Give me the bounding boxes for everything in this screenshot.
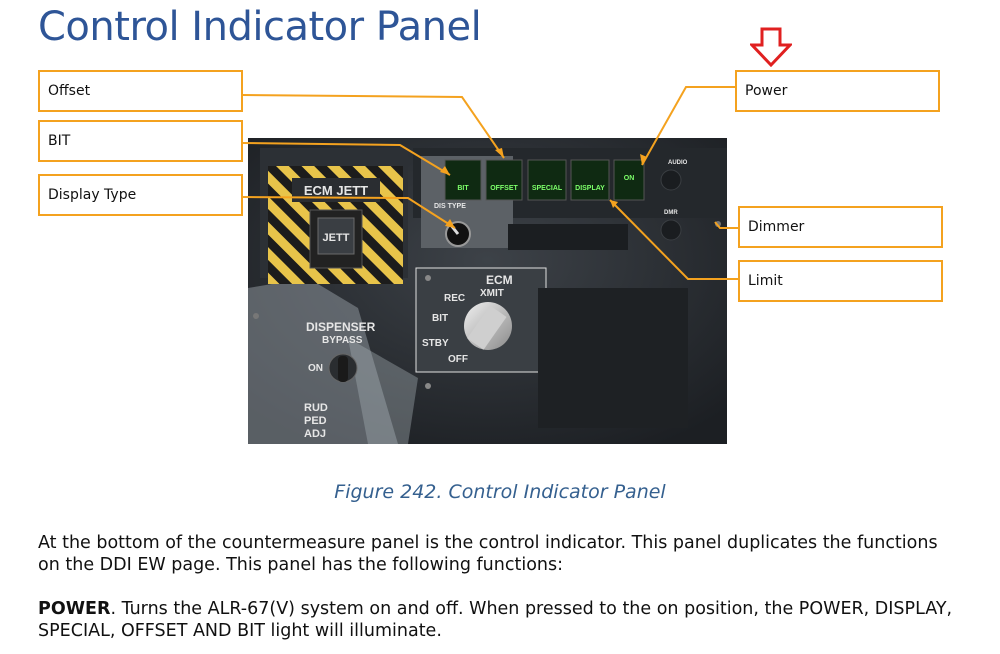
bypass-label: BYPASS <box>322 335 363 346</box>
jett-button-label: JETT <box>323 232 350 244</box>
callout-limit: Limit <box>738 260 943 302</box>
figure-caption: Figure 242. Control Indicator Panel <box>334 481 666 503</box>
callout-offset-label: Offset <box>48 83 91 99</box>
callout-limit-label: Limit <box>748 273 783 289</box>
dispenser-label: DISPENSER <box>306 320 376 334</box>
display-button-light: DISPLAY <box>575 185 605 192</box>
adj-label: ADJ <box>304 428 326 440</box>
dmr-label: DMR <box>664 210 678 216</box>
rec-label: REC <box>444 293 465 304</box>
ecm-label: ECM <box>486 273 513 287</box>
body-paragraph-1: At the bottom of the countermeasure pane… <box>38 533 938 575</box>
callout-bit-label: BIT <box>48 133 71 149</box>
rud-label: RUD <box>304 402 328 414</box>
callout-power: Power <box>735 70 940 112</box>
offset-button-light: OFFSET <box>490 185 518 192</box>
control-indicator-panel-photo: ECM JETT JETT DIS TYPE BIT OFFSET SPECIA… <box>248 138 727 444</box>
bit-position-label: BIT <box>432 313 448 324</box>
callout-display-type: Display Type <box>38 174 243 216</box>
down-arrow-icon <box>750 27 792 67</box>
power-term: POWER <box>38 599 111 619</box>
callout-bit: BIT <box>38 120 243 162</box>
body-paragraph-2: POWER. Turns the ALR-67(V) system on and… <box>38 598 958 642</box>
callout-dimmer: Dimmer <box>738 206 943 248</box>
callout-power-label: Power <box>745 83 788 99</box>
off-label: OFF <box>448 354 468 365</box>
stby-label: STBY <box>422 338 449 349</box>
power-description: . Turns the ALR-67(V) system on and off.… <box>38 599 953 641</box>
callout-display-type-label: Display Type <box>48 187 137 203</box>
on-position-label: ON <box>308 363 323 374</box>
special-button-light: SPECIAL <box>532 185 563 192</box>
ped-label: PED <box>304 415 327 427</box>
dis-type-label: DIS TYPE <box>434 203 466 210</box>
bit-button-light: BIT <box>457 185 469 192</box>
page-title: Control Indicator Panel <box>38 4 482 50</box>
audio-label: AUDIO <box>668 160 688 166</box>
callout-offset: Offset <box>38 70 243 112</box>
xmit-label: XMIT <box>480 288 504 299</box>
callout-dimmer-label: Dimmer <box>748 219 805 235</box>
ecm-jett-label: ECM JETT <box>304 183 368 198</box>
on-button-light: ON <box>624 175 635 182</box>
